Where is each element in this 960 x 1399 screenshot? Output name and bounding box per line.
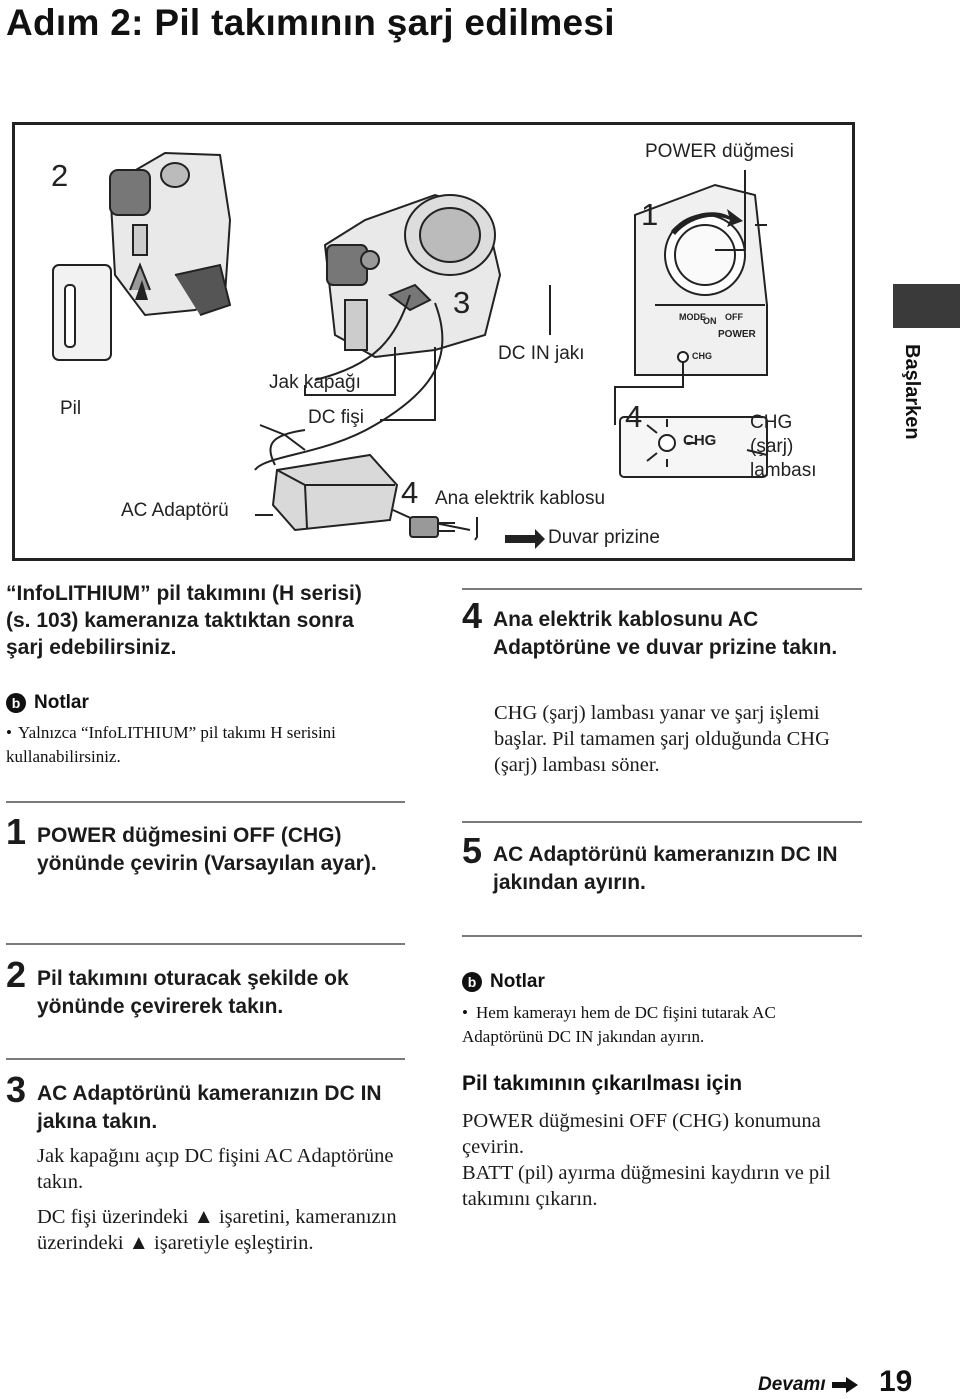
- notes-icon: b: [462, 972, 482, 992]
- dial-on-label: ON: [703, 316, 717, 326]
- step-4-body: CHG (şarj) lambası yanar ve şarj işlemi …: [494, 702, 830, 776]
- page-title: Adım 2: Pil takımının şarj edilmesi: [6, 2, 615, 43]
- chg-lamp-label: CHG (şarj) lambası: [750, 412, 817, 481]
- note-item-right: •Hem kamerayı hem de DC fişini tutarak A…: [462, 1003, 776, 1046]
- dial-mode-label: MODE: [679, 312, 706, 322]
- divider: [462, 821, 862, 823]
- removal-body-1: POWER düğmesini OFF (CHG) konumuna çevir…: [462, 1110, 821, 1158]
- figure-step-1: 1: [641, 197, 659, 232]
- continued-label: Devamı: [758, 1374, 826, 1395]
- divider: [462, 935, 862, 937]
- divider: [6, 801, 405, 803]
- step-5: 5 AC Adaptörünü kameranızın DC IN jakınd…: [462, 830, 838, 895]
- illustration-drawing: [52, 151, 768, 549]
- note-item-left: •Yalnızca “InfoLITHIUM” pil takımı H ser…: [6, 723, 336, 766]
- divider: [6, 943, 405, 945]
- lamp-chg-label: CHG: [683, 432, 717, 449]
- dial-power-label: POWER: [718, 329, 756, 340]
- removal-heading: Pil takımının çıkarılması için: [462, 1072, 743, 1095]
- dc-plug-label: DC fişi: [308, 407, 364, 428]
- figure-step-4b: 4: [401, 475, 419, 510]
- jack-cover-label: Jak kapağı: [269, 372, 361, 393]
- notes-icon: b: [6, 693, 26, 713]
- figure-step-4a: 4: [625, 399, 643, 434]
- step-3: 3 AC Adaptörünü kameranızın DC IN jakına…: [6, 1069, 382, 1134]
- power-button-label: POWER düğmesi: [645, 141, 794, 162]
- removal-body-2: BATT (pil) ayırma düğmesini kaydırın ve …: [462, 1162, 831, 1210]
- divider: [462, 588, 862, 590]
- charging-illustration: 2 POWER düğmesi 1 3 DC IN jakı Jak kapağ…: [12, 122, 855, 561]
- step-1: 1 POWER düğmesini OFF (CHG) yönünde çevi…: [6, 811, 377, 876]
- arrow-right-icon: [831, 1377, 858, 1393]
- dial-chg-label: CHG: [692, 351, 712, 361]
- divider: [6, 1058, 405, 1060]
- notes-header-right: b Notlar: [462, 971, 545, 993]
- dial-off-label: OFF: [725, 312, 743, 322]
- step-4: 4 Ana elektrik kablosunu AC Adaptörüne v…: [462, 595, 838, 660]
- notes-title: Notlar: [34, 692, 89, 713]
- notes-header-left: b Notlar: [6, 692, 89, 714]
- notes-title: Notlar: [490, 971, 545, 992]
- intro-text: “InfoLITHIUM” pil takımını (H serisi) (s…: [6, 582, 362, 659]
- page-number: 19: [879, 1365, 913, 1398]
- figure-step-3: 3: [453, 285, 471, 320]
- battery-label: Pil: [60, 398, 82, 419]
- dc-in-jack-label: DC IN jakı: [498, 343, 585, 364]
- wall-outlet-label: Duvar prizine: [548, 527, 660, 548]
- section-tab-marker: [893, 284, 960, 328]
- step-3-body-2: DC fişi üzerindeki ▲ işaretini, kameranı…: [37, 1206, 397, 1254]
- section-tab-label: Başlarken: [901, 344, 923, 440]
- step-2: 2 Pil takımını oturacak şekilde ok yönün…: [6, 954, 349, 1019]
- ac-adaptor-label: AC Adaptörü: [121, 500, 229, 521]
- step-3-body-1: Jak kapağını açıp DC fişini AC Adaptörün…: [37, 1145, 394, 1193]
- power-cord-label: Ana elektrik kablosu: [435, 488, 606, 509]
- continued-indicator: Devamı: [758, 1374, 858, 1396]
- figure-step-2: 2: [51, 158, 69, 193]
